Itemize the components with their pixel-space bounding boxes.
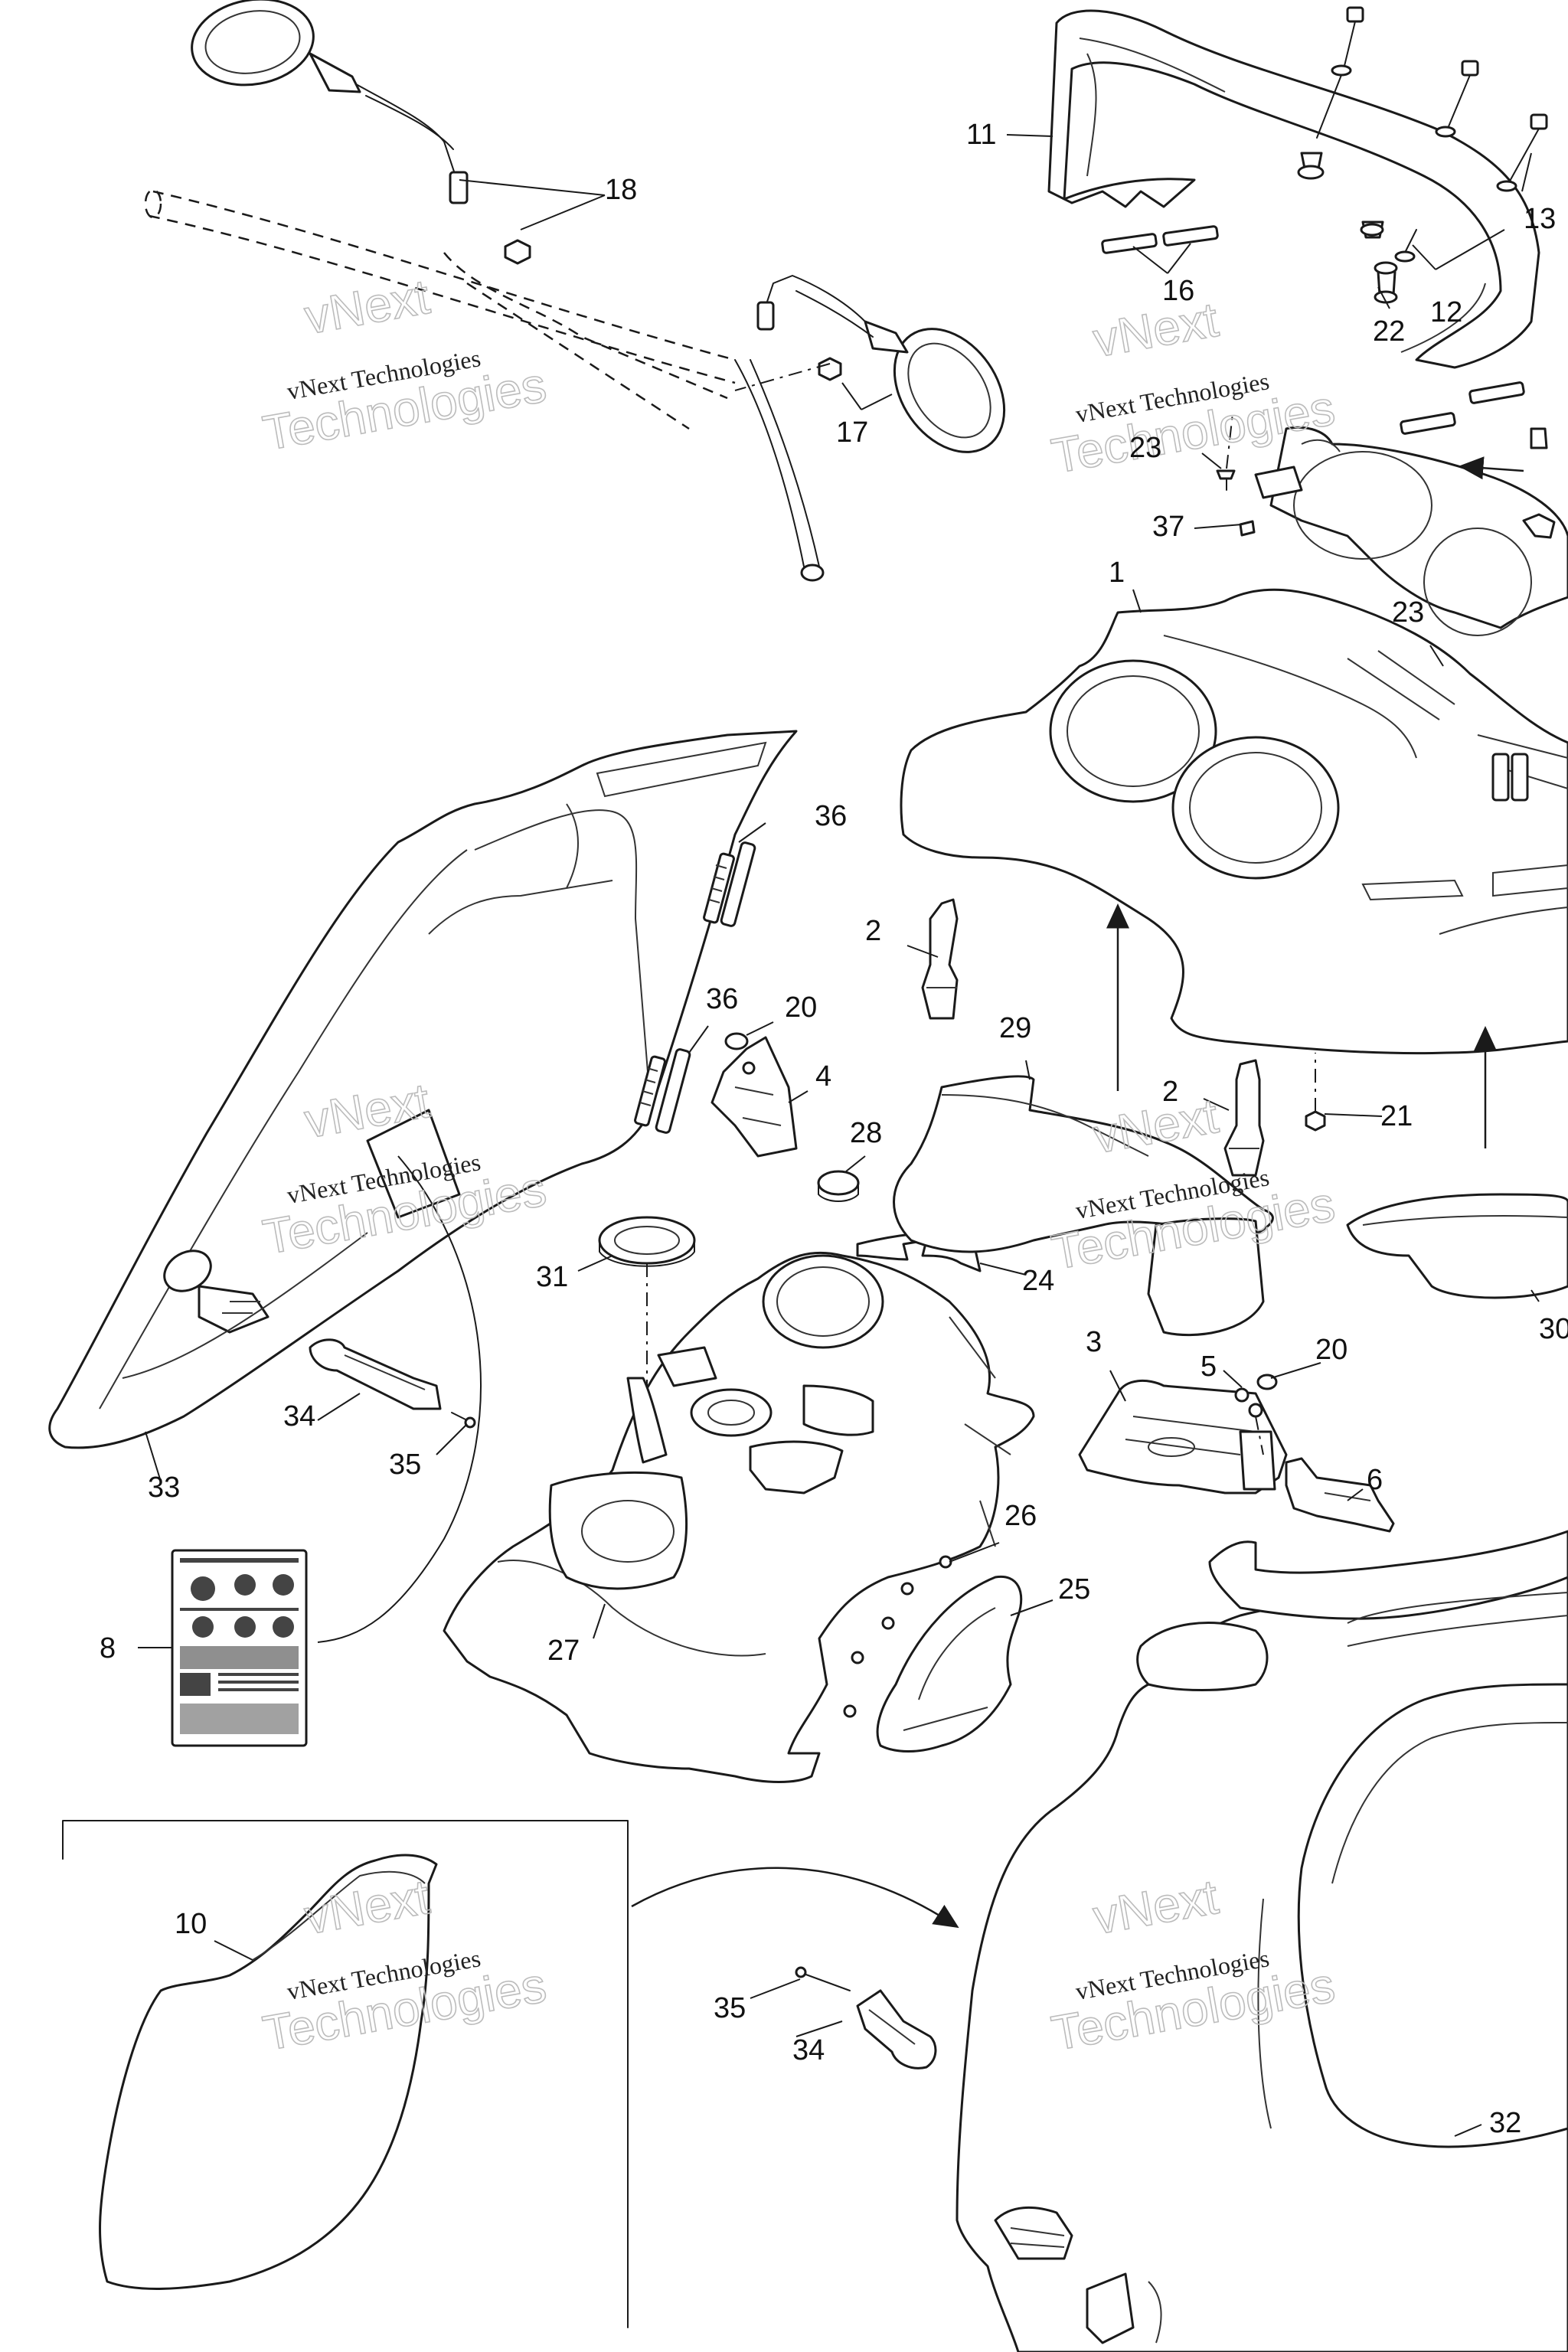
- gauge-support: [1254, 426, 1568, 636]
- bracket-2b: [1223, 1059, 1265, 1177]
- screws-5: [1234, 1387, 1264, 1455]
- warning-decal-icon: [171, 1549, 308, 1747]
- callout-23-top: 23: [1129, 432, 1161, 464]
- bracket-6: [1285, 1457, 1395, 1533]
- right-mirror: [756, 275, 1006, 453]
- callout-34-left: 34: [283, 1400, 315, 1432]
- callout-3: 3: [1086, 1326, 1102, 1358]
- callout-33: 33: [148, 1472, 180, 1504]
- front-console-cover: [900, 588, 1568, 1055]
- callout-25: 25: [1058, 1573, 1090, 1606]
- callout-35-left: 35: [389, 1449, 421, 1481]
- callout-27: 27: [547, 1635, 580, 1667]
- callout-32: 32: [1489, 2107, 1521, 2139]
- callout-2-right: 2: [1162, 1076, 1178, 1108]
- callout-6: 6: [1367, 1464, 1383, 1496]
- handle-34a: [309, 1338, 476, 1429]
- deflector-30: [1346, 1193, 1568, 1299]
- callout-37: 37: [1152, 511, 1184, 543]
- callout-24: 24: [1022, 1265, 1054, 1297]
- bracket-4: [710, 1036, 798, 1158]
- windshield-clips: [1101, 225, 1525, 435]
- callout-8: 8: [100, 1632, 116, 1664]
- callout-10: 10: [175, 1908, 207, 1940]
- callout-17: 17: [836, 416, 868, 449]
- callout-31: 31: [536, 1261, 568, 1293]
- handlebar-assembly: [144, 188, 825, 582]
- callout-30: 30: [1539, 1313, 1568, 1345]
- callout-34-right: 34: [792, 2034, 825, 2066]
- callout-36-top: 36: [815, 800, 847, 832]
- bracket-3: [1078, 1379, 1288, 1494]
- plug-28: [817, 1170, 860, 1202]
- mirror-nuts: [504, 239, 842, 391]
- callout-labels: 11 13 12 16 22 18 17 23 37 1 23 36 2 36 …: [100, 119, 1568, 2139]
- assembly-arrow-icon: [631, 456, 1524, 1929]
- callout-12: 12: [1430, 296, 1462, 328]
- callout-1: 1: [1109, 557, 1125, 589]
- storage-bin: [876, 1575, 1023, 1753]
- left-mirror: [191, 0, 469, 204]
- callout-21: 21: [1380, 1100, 1413, 1132]
- inset-box: [62, 1820, 629, 2328]
- callout-20-left: 20: [785, 991, 817, 1024]
- watermark-group-1: vNext Technologies vNext Technologies: [258, 268, 550, 462]
- watermark-group-5: vNext Technologies vNext Technologies: [258, 1868, 550, 2062]
- callout-20-right: 20: [1315, 1334, 1348, 1366]
- callout-16: 16: [1162, 275, 1194, 307]
- left-side-panel: [48, 730, 798, 1449]
- watermark-outline-top: vNext: [301, 269, 434, 345]
- bracket-2a: [921, 898, 959, 1020]
- panel-strips-36: [634, 841, 756, 1134]
- ring-31: [598, 1216, 696, 1478]
- windshield-hardware: [1297, 6, 1548, 304]
- console-screws-26: [843, 1555, 952, 1718]
- callout-23-mid: 23: [1392, 596, 1424, 629]
- clip-20a: [724, 1032, 749, 1050]
- callout-26: 26: [1004, 1500, 1037, 1532]
- deflector-29: [893, 1075, 1274, 1337]
- callout-4: 4: [815, 1060, 831, 1093]
- handle-34b: [795, 1966, 937, 2069]
- windshield-frame: [1047, 9, 1540, 369]
- watermark-outline-top: vNext: [1089, 292, 1223, 368]
- callout-18: 18: [605, 174, 637, 206]
- watermark-outline-top: vNext: [1089, 1088, 1223, 1164]
- callout-28: 28: [850, 1117, 882, 1149]
- callout-22: 22: [1373, 315, 1405, 348]
- callout-13: 13: [1524, 203, 1556, 235]
- callout-2-left: 2: [865, 915, 881, 947]
- callout-11: 11: [966, 119, 996, 151]
- right-side-panel: [956, 1530, 1568, 2352]
- leader-lines: [138, 134, 1540, 2137]
- callout-29: 29: [999, 1012, 1031, 1044]
- nut-21: [1305, 1053, 1326, 1132]
- callout-36-mid: 36: [706, 983, 738, 1015]
- callout-35-right: 35: [714, 1992, 746, 2024]
- callout-5: 5: [1200, 1351, 1217, 1383]
- center-console: [443, 1251, 1035, 1783]
